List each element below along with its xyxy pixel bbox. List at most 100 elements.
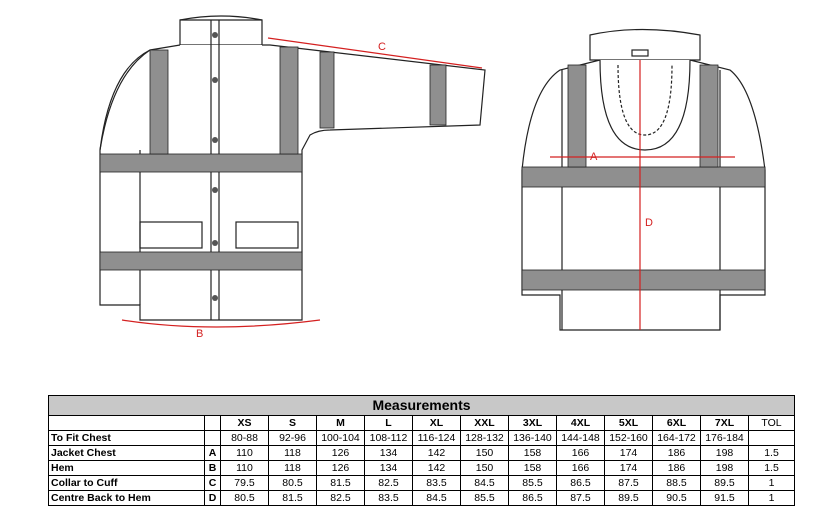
table-cell: 142 — [412, 445, 461, 461]
table-cell: 80.5 — [268, 475, 317, 491]
row-label: To Fit Chest — [48, 430, 205, 446]
row-letter: B — [204, 460, 221, 476]
header-blank — [48, 415, 205, 431]
table-cell: 84.5 — [460, 475, 509, 491]
table-cell: 92-96 — [268, 430, 317, 446]
size-header-4xl: 4XL — [556, 415, 605, 431]
table-cell: 87.5 — [604, 475, 653, 491]
size-header-7xl: 7XL — [700, 415, 749, 431]
tol-cell: 1.5 — [747, 445, 796, 461]
header-letter-blank — [204, 415, 221, 431]
front-dimension-lines — [121, 37, 483, 328]
table-cell: 174 — [604, 460, 653, 476]
back-dimension-lines — [550, 60, 735, 330]
table-cell: 82.5 — [364, 475, 413, 491]
size-header-xs: XS — [220, 415, 269, 431]
table-cell: 116-124 — [412, 430, 461, 446]
table-cell: 82.5 — [316, 490, 365, 506]
dim-label-c: C — [378, 41, 386, 53]
row-letter — [204, 430, 221, 446]
table-cell: 90.5 — [652, 490, 701, 506]
table-cell: 80.5 — [220, 490, 269, 506]
table-cell: 118 — [268, 460, 317, 476]
table-title: Measurements — [47, 395, 796, 416]
tol-cell: 1 — [747, 490, 796, 506]
table-cell: 91.5 — [700, 490, 749, 506]
table-cell: 186 — [652, 460, 701, 476]
table-cell: 152-160 — [604, 430, 653, 446]
table-cell: 166 — [556, 460, 605, 476]
table-cell: 89.5 — [604, 490, 653, 506]
table-cell: 110 — [220, 460, 269, 476]
table-cell: 158 — [508, 460, 557, 476]
size-header-s: S — [268, 415, 317, 431]
table-cell: 100-104 — [316, 430, 365, 446]
table-cell: 81.5 — [316, 475, 365, 491]
size-header-3xl: 3XL — [508, 415, 557, 431]
back-reflective-bands — [521, 64, 766, 291]
table-cell: 144-148 — [556, 430, 605, 446]
table-cell: 118 — [268, 445, 317, 461]
row-letter: D — [204, 490, 221, 506]
size-header-m: M — [316, 415, 365, 431]
table-cell: 174 — [604, 445, 653, 461]
table-cell: 134 — [364, 460, 413, 476]
table-cell: 81.5 — [268, 490, 317, 506]
table-cell: 83.5 — [364, 490, 413, 506]
table-cell: 198 — [700, 445, 749, 461]
tol-cell: 1.5 — [747, 460, 796, 476]
table-cell: 126 — [316, 460, 365, 476]
front-reflective-bands — [99, 46, 447, 271]
tol-cell — [747, 430, 796, 446]
table-cell: 110 — [220, 445, 269, 461]
table-cell: 164-172 — [652, 430, 701, 446]
row-letter: C — [204, 475, 221, 491]
table-cell: 134 — [364, 445, 413, 461]
front-buttons — [212, 32, 218, 301]
table-cell: 166 — [556, 445, 605, 461]
row-letter: A — [204, 445, 221, 461]
tol-cell: 1 — [747, 475, 796, 491]
front-jacket — [99, 15, 486, 321]
tol-header: TOL — [747, 415, 796, 431]
table-cell: 84.5 — [412, 490, 461, 506]
size-header-6xl: 6XL — [652, 415, 701, 431]
table-cell: 86.5 — [556, 475, 605, 491]
table-cell: 142 — [412, 460, 461, 476]
row-label: Collar to Cuff — [48, 475, 205, 491]
row-label: Centre Back to Hem — [48, 490, 205, 506]
table-cell: 80-88 — [220, 430, 269, 446]
size-header-5xl: 5XL — [604, 415, 653, 431]
jacket-diagram: C B A D — [99, 15, 766, 340]
table-cell: 83.5 — [412, 475, 461, 491]
table-cell: 89.5 — [700, 475, 749, 491]
table-cell: 150 — [460, 445, 509, 461]
table-cell: 88.5 — [652, 475, 701, 491]
table-cell: 86.5 — [508, 490, 557, 506]
table-cell: 198 — [700, 460, 749, 476]
table-cell: 136-140 — [508, 430, 557, 446]
table-cell: 150 — [460, 460, 509, 476]
dim-label-b: B — [196, 328, 203, 340]
table-cell: 176-184 — [700, 430, 749, 446]
table-cell: 128-132 — [460, 430, 509, 446]
size-header-l: L — [364, 415, 413, 431]
dim-label-a: A — [590, 151, 598, 163]
table-cell: 87.5 — [556, 490, 605, 506]
table-cell: 186 — [652, 445, 701, 461]
table-cell: 85.5 — [508, 475, 557, 491]
size-header-xxl: XXL — [460, 415, 509, 431]
row-label: Jacket Chest — [48, 445, 205, 461]
table-cell: 79.5 — [220, 475, 269, 491]
table-cell: 108-112 — [364, 430, 413, 446]
size-header-xl: XL — [412, 415, 461, 431]
row-label: Hem — [48, 460, 205, 476]
